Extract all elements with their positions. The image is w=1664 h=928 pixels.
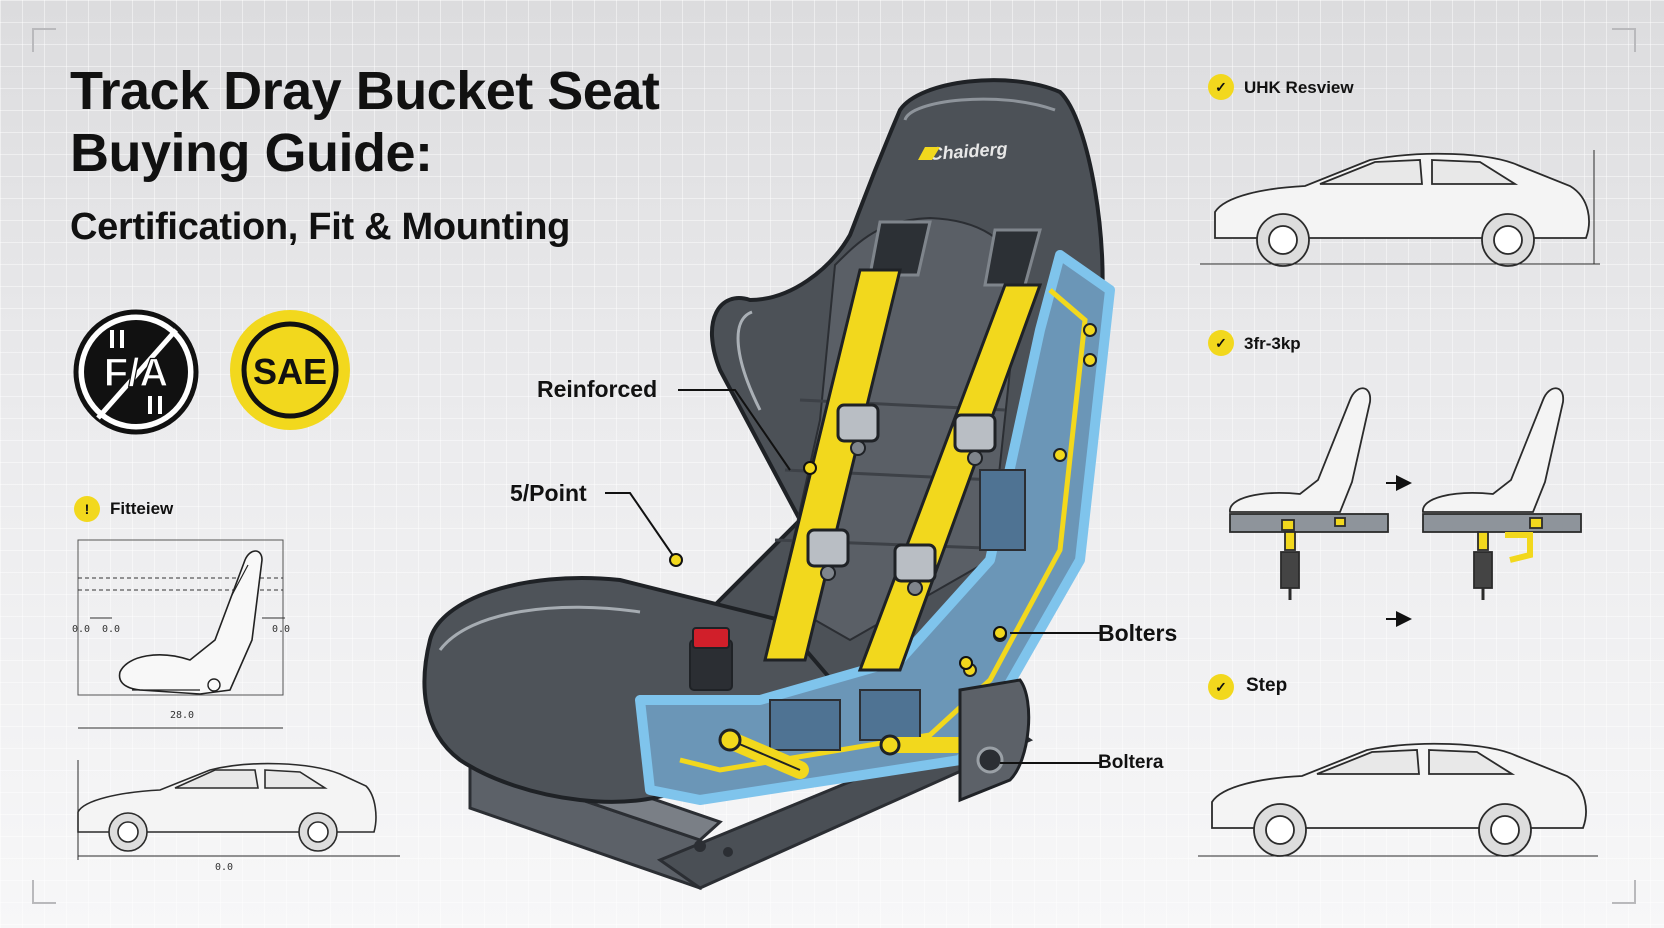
callout-reinforced: Reinforced [537, 376, 658, 402]
callout-five-point: 5/Point [510, 480, 587, 506]
sae-logo: SAE [230, 310, 350, 430]
check-icon: ✓ [1208, 330, 1234, 356]
bucket-seat-illustration: Chaiderg [422, 78, 1115, 891]
right-top-car-side-view [1200, 150, 1600, 267]
section-heading-3: Step [1246, 675, 1288, 696]
rail-mounting-step-a [1229, 387, 1389, 600]
frame-cross-tubes [718, 728, 968, 779]
mounting-arrows [1386, 475, 1412, 627]
corner-bracket-top-left [32, 28, 56, 52]
sae-logo-text: SAE [253, 351, 327, 392]
corner-bracket-bottom-left [32, 880, 56, 904]
fit-view-heading: Fitteiew [110, 499, 174, 518]
right-bottom-car-side-view [1198, 742, 1598, 857]
dim-car-bottom: 0.0 [215, 862, 234, 873]
seat-frame-cutaway [635, 250, 1115, 805]
check-icon: ✓ [1208, 674, 1234, 700]
callout-bolters: Bolters [1098, 620, 1178, 646]
title-line-1: Track Dray Bucket Seat [70, 61, 660, 121]
check-icon: ✓ [1208, 74, 1234, 100]
dim-right: 0.0 [272, 624, 291, 635]
harness-belts [763, 268, 1043, 672]
seat-belt-buckle [689, 627, 733, 691]
dim-left-a: 0.0 [72, 624, 91, 635]
title-line-2: Buying Guide: [70, 123, 433, 183]
fia-logo: F/A [73, 309, 199, 435]
callout-leaders [605, 389, 1100, 764]
rail-mounting-step-b [1422, 387, 1582, 600]
page-title: Track Dray Bucket Seat Buying Guide: [70, 60, 660, 184]
dim-bottom: 28.0 [170, 710, 195, 721]
left-car-side-view [77, 760, 400, 860]
section-heading-2: 3fr-3kp [1244, 334, 1301, 353]
corner-bracket-top-right [1612, 28, 1636, 52]
section-heading-1: UHK Resview [1244, 78, 1354, 97]
info-icon: ! [74, 496, 100, 522]
corner-bracket-bottom-right [1612, 880, 1636, 904]
fit-dimension-diagram [77, 539, 285, 729]
callout-boltera: Boltera [1098, 752, 1164, 773]
page-subtitle: Certification, Fit & Mounting [70, 206, 571, 248]
fia-logo-text: F/A [104, 351, 168, 395]
dim-left-b: 0.0 [102, 624, 121, 635]
